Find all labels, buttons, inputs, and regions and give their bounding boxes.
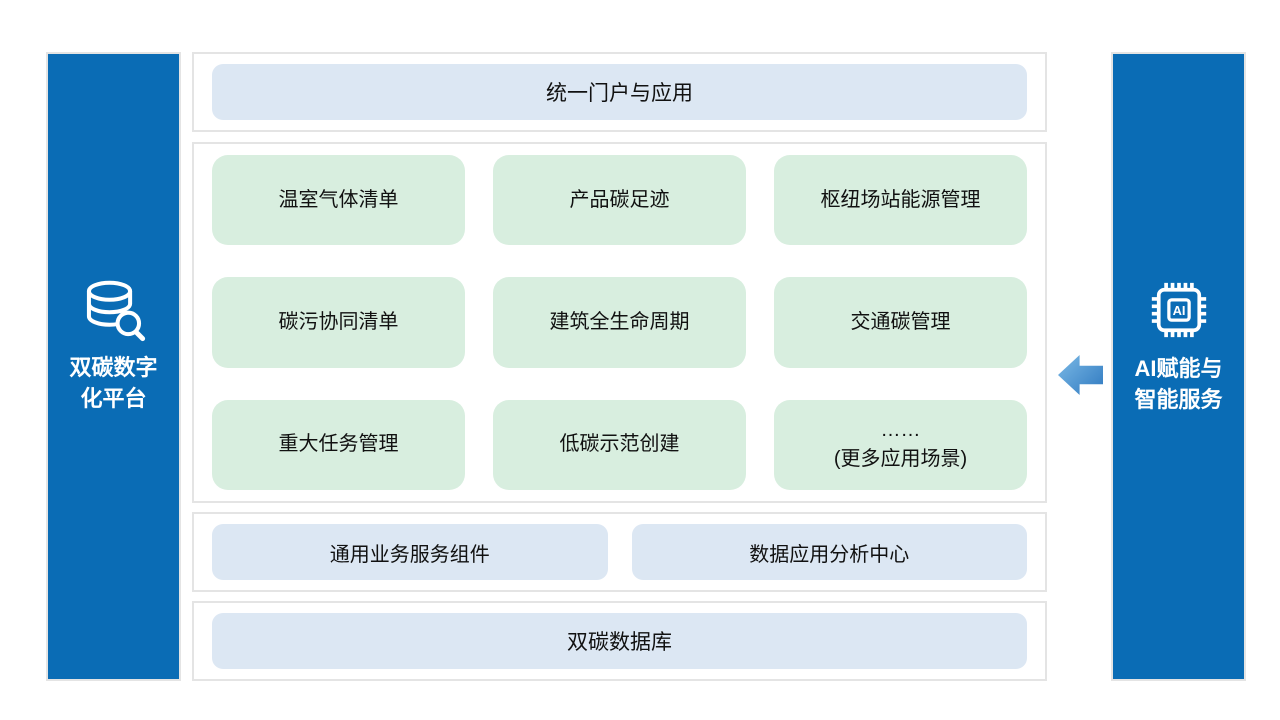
app-cell-hub-station-energy: 枢纽场站能源管理 — [774, 155, 1027, 246]
ai-chip-label: AI — [1172, 303, 1185, 318]
left-panel-title: 双碳数字 化平台 — [69, 353, 157, 415]
left-pointing-arrow — [1058, 355, 1103, 395]
app-cell-building-lifecycle: 建筑全生命周期 — [493, 277, 746, 368]
section-service-components: 通用业务服务组件 数据应用分析中心 — [192, 512, 1047, 592]
app-cell-traffic-carbon: 交通碳管理 — [774, 277, 1027, 368]
unified-portal-bar: 统一门户与应用 — [212, 64, 1027, 120]
apps-grid: 温室气体清单 产品碳足迹 枢纽场站能源管理 碳污协同清单 建筑全生命周期 交通碳… — [212, 155, 1027, 490]
section-unified-portal: 统一门户与应用 — [192, 52, 1047, 132]
app-cell-product-carbon-footprint: 产品碳足迹 — [493, 155, 746, 246]
left-panel-title-line2: 化平台 — [80, 386, 147, 411]
dual-carbon-database-bar: 双碳数据库 — [212, 613, 1027, 669]
right-panel-ai-services: AI AI赋能与 智能服务 — [1111, 52, 1246, 681]
right-panel-title: AI赋能与 智能服务 — [1134, 354, 1222, 416]
right-panel-title-line2: 智能服务 — [1134, 387, 1223, 412]
left-panel-dual-carbon-platform: 双碳数字 化平台 — [46, 52, 181, 681]
service-box-common-business-components: 通用业务服务组件 — [212, 524, 608, 580]
section-application-scenarios: 温室气体清单 产品碳足迹 枢纽场站能源管理 碳污协同清单 建筑全生命周期 交通碳… — [192, 142, 1047, 503]
right-panel-title-line1: AI赋能与 — [1134, 356, 1223, 382]
section-dual-carbon-database: 双碳数据库 — [192, 601, 1047, 681]
left-panel-title-line1: 双碳数字 — [69, 355, 158, 381]
app-cell-carbon-pollution-inventory: 碳污协同清单 — [212, 277, 465, 368]
database-search-icon — [86, 280, 145, 342]
app-cell-ghg-inventory: 温室气体清单 — [212, 155, 465, 246]
services-row: 通用业务服务组件 数据应用分析中心 — [212, 524, 1027, 580]
app-cell-major-task-management: 重大任务管理 — [212, 399, 465, 490]
ai-chip-icon: AI — [1151, 283, 1206, 338]
app-cell-more-scenarios: …… (更多应用场景) — [774, 399, 1027, 490]
app-cell-low-carbon-demo: 低碳示范创建 — [493, 399, 746, 490]
service-box-data-analysis-center: 数据应用分析中心 — [631, 524, 1027, 580]
